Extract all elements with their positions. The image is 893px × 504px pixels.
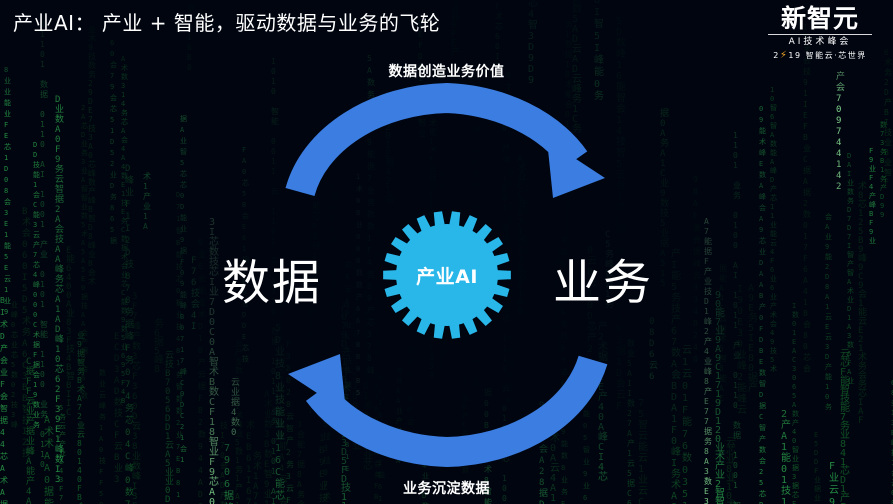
- logo-name: 新智元: [780, 4, 859, 33]
- logo-year-right: 19: [788, 51, 802, 60]
- center-hub: 产业AI: [381, 209, 513, 341]
- brand-logo: 新智元 AI技术峰会 2⚡19 智能云·芯世界: [759, 6, 881, 61]
- right-label-business: 业务: [553, 255, 654, 311]
- page-title: 产业AI： 产业 + 智能，驱动数据与业务的飞轮: [13, 11, 441, 35]
- logo-subtitle: AI技术峰会: [788, 37, 852, 47]
- logo-year-left: 2: [773, 51, 780, 60]
- top-caption: 数据创造业务价值: [388, 64, 505, 80]
- top-arrow: [285, 82, 605, 198]
- gear-icon: [383, 211, 511, 339]
- bottom-arrow: [288, 354, 608, 468]
- logo-divider: [768, 34, 872, 35]
- logo-year-tail: 智能云·芯世界: [805, 51, 867, 60]
- left-label-data: 数据: [222, 255, 323, 311]
- logo-year: 2⚡19 智能云·芯世界: [759, 51, 881, 61]
- bottom-caption: 业务沉淀数据: [403, 481, 490, 497]
